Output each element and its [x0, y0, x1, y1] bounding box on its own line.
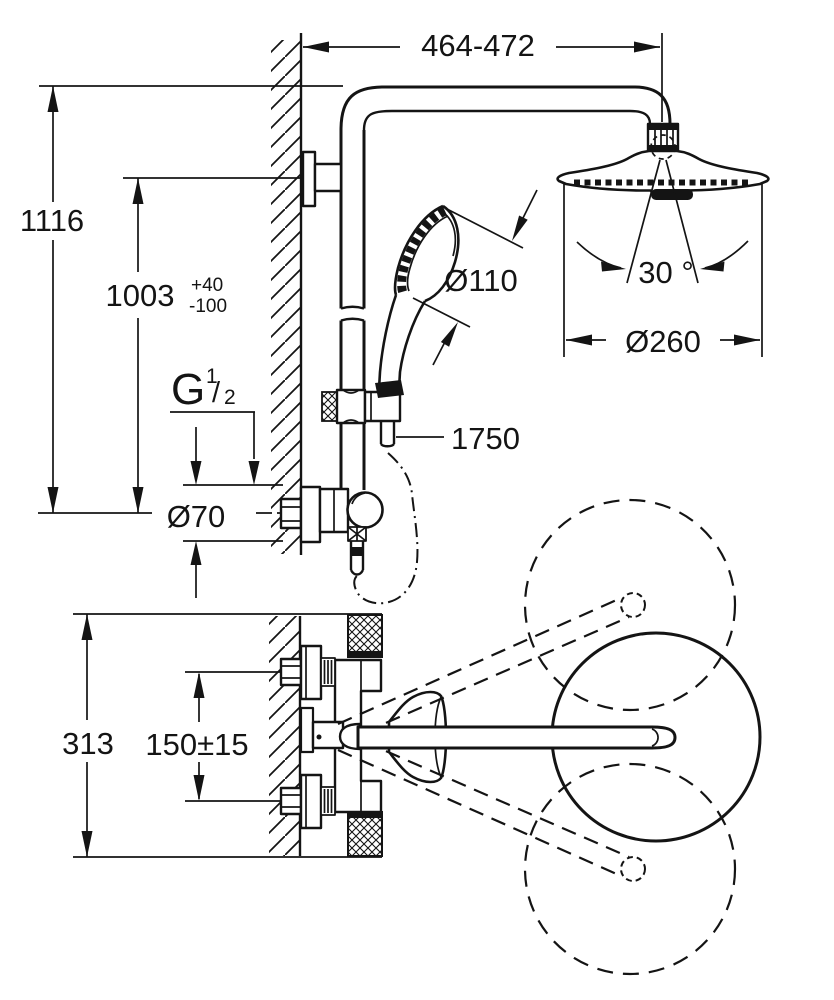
body-width-label: 313 — [62, 726, 114, 761]
dim-hose-length: 1750 — [396, 421, 520, 456]
arm-span-label: 464-472 — [421, 28, 535, 63]
top-rail-bracket — [301, 150, 343, 208]
holder-height-tol-minus: -100 — [189, 296, 227, 317]
dim-heights: 1116 1003 +40 -100 — [20, 85, 343, 514]
ball-joint-dashed — [650, 134, 676, 160]
water-connection-top — [279, 644, 336, 701]
dim-hand-diameter: Ø110 — [412, 189, 538, 366]
wall-section-lower — [269, 616, 302, 856]
hand-shower — [377, 204, 460, 390]
dim-body-width: 313 — [62, 613, 382, 858]
wall-hatch-lower — [269, 616, 300, 856]
head-diameter-label: Ø260 — [625, 324, 701, 359]
holder-height-label: 1003 — [106, 278, 175, 313]
total-height-label: 1116 — [20, 203, 84, 238]
wall-hatch-upper — [271, 40, 301, 554]
thread-numerator: 1 — [206, 365, 218, 388]
dim-connection-spacing: 150±15 — [145, 671, 281, 802]
holder-height-tol-plus: +40 — [191, 275, 223, 296]
dim-escutcheon: Ø70 — [167, 427, 283, 598]
head-shower — [556, 122, 770, 200]
connection-spacing-label: 150±15 — [145, 727, 248, 762]
arm-end-upper-dashed — [620, 592, 646, 618]
pivot-dot — [316, 734, 322, 740]
hose-length-label: 1750 — [451, 421, 520, 456]
valve-union — [256, 485, 384, 576]
head-position-upper-dashed — [523, 498, 737, 712]
water-connection-bottom — [279, 773, 336, 830]
shower-arm-plan — [316, 722, 677, 751]
shower-hose — [353, 452, 419, 605]
swivel-angle-label: 30 ° — [638, 255, 694, 290]
slider-wall-pad — [321, 391, 338, 422]
hand-shower-grip — [375, 380, 404, 398]
wall-section-upper — [271, 33, 303, 555]
rail-cross-sections — [347, 614, 383, 857]
arm-end-lower-dashed — [620, 856, 646, 882]
thread-letter: G — [171, 365, 205, 414]
hand-shower-face — [397, 206, 448, 295]
upper-front-view: 464-472 1116 1003 +40 -100 — [20, 28, 770, 605]
hand-diameter-label: Ø110 — [444, 263, 518, 298]
slider-holder — [321, 380, 404, 448]
head-hub — [651, 189, 693, 200]
dim-arm-span: 464-472 — [303, 28, 663, 122]
dim-thread: G 1 / 2 — [170, 365, 260, 485]
thread-denominator: 2 — [224, 386, 236, 409]
dim-head-diameter: Ø260 — [563, 184, 763, 359]
head-position-lower-dashed — [523, 762, 737, 976]
escutcheon-diameter-label: Ø70 — [167, 499, 226, 534]
lower-plan-view: 313 150±15 — [62, 498, 762, 976]
thread-slash: / — [212, 377, 221, 409]
dim-swivel-angle: 30 ° — [576, 159, 749, 290]
swivel-range — [337, 498, 737, 976]
